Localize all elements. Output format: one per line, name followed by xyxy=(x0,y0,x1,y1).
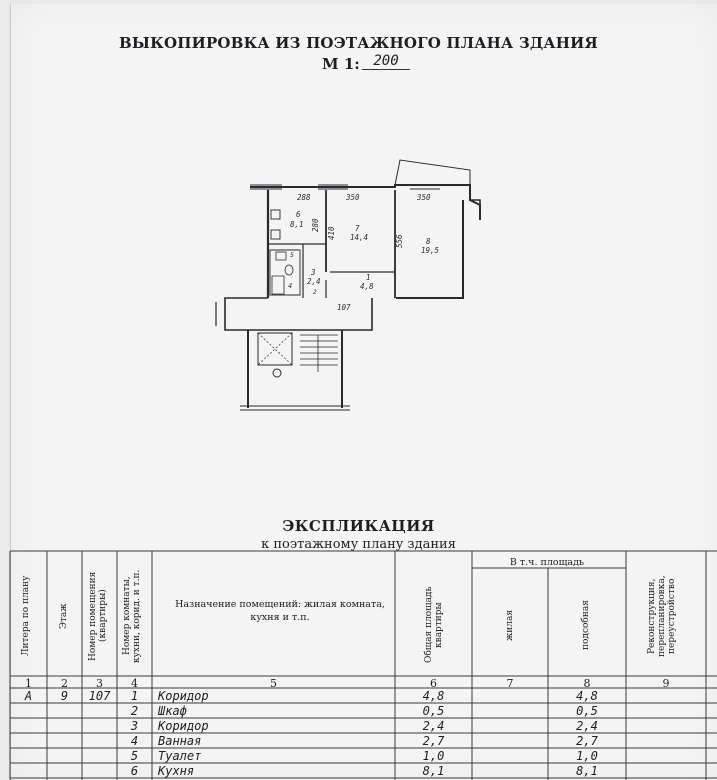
document-title: ВЫКОПИРОВКА ИЗ ПОЭТАЖНОГО ПЛАНА ЗДАНИЯ xyxy=(119,34,598,52)
scale-label: М 1: xyxy=(322,55,360,73)
cell-name: Кухня xyxy=(158,764,195,778)
col-number-4: 4 xyxy=(131,677,138,690)
header-auxiliary: подсобная xyxy=(581,600,591,650)
col-number-5: 5 xyxy=(270,677,277,690)
col-number-8: 8 xyxy=(583,677,591,690)
dim-288: 288 xyxy=(297,193,311,202)
cell-floor: 9 xyxy=(60,689,69,703)
cell-total: 0,5 xyxy=(422,704,445,718)
cell-total: 2,4 xyxy=(422,719,445,733)
header-apartment: Номер помещения (квартиры) xyxy=(88,571,108,661)
cell-name: Коридор xyxy=(158,689,209,703)
cell-aux: 4,8 xyxy=(576,689,598,703)
room-8-area: 19,5 xyxy=(421,246,440,255)
room-2-num: 2 xyxy=(313,289,317,296)
room-1-num: 1 xyxy=(366,273,371,282)
document-sheet xyxy=(10,4,717,780)
dim-350a: 350 xyxy=(345,193,360,202)
header-purpose: Назначение помещений: жилая комната, кух… xyxy=(175,599,385,623)
room-3-area: 2,4 xyxy=(307,277,321,286)
header-room-number: Номер комнаты, кухни, корид. и т.п. xyxy=(122,569,142,663)
room-6-num: 6 xyxy=(296,210,301,219)
header-living: жилая xyxy=(505,609,515,641)
col-number-1: 1 xyxy=(25,677,32,690)
cell-total: 2,7 xyxy=(422,734,445,748)
header-including-area: В т.ч. площадь xyxy=(509,557,585,568)
cell-aux: 1,0 xyxy=(576,749,598,763)
cell-aux: 2,4 xyxy=(576,719,598,733)
dim-556: 556 xyxy=(395,234,404,248)
room-8-num: 8 xyxy=(426,237,431,246)
scale-value: 200 xyxy=(362,53,410,70)
cell-room: 5 xyxy=(130,749,139,763)
cell-apartment: 107 xyxy=(88,689,111,703)
explication-title: ЭКСПЛИКАЦИЯ xyxy=(282,517,435,535)
cell-room: 1 xyxy=(130,689,139,703)
cell-total: 4,8 xyxy=(422,689,445,703)
col-number-3: 3 xyxy=(96,677,103,690)
dim-280: 280 xyxy=(311,218,320,232)
cell-name: Коридор xyxy=(158,719,209,733)
cell-aux: 0,5 xyxy=(576,704,598,718)
dim-107: 107 xyxy=(337,303,351,312)
cell-litera: А xyxy=(24,689,33,703)
room-7-num: 7 xyxy=(355,224,360,233)
cell-aux: 2,7 xyxy=(576,734,598,748)
room-1-area: 4,8 xyxy=(360,282,374,291)
room-4-num: 4 xyxy=(288,282,292,290)
dim-410: 410 xyxy=(327,226,336,240)
floor-plan: 288 350 350 280 410 556 107 6 8,1 7 14,4… xyxy=(215,159,481,411)
room-7-area: 14,4 xyxy=(350,233,368,242)
dim-350b: 350 xyxy=(416,193,431,202)
cell-total: 1,0 xyxy=(422,749,445,763)
col-number-9: 9 xyxy=(662,677,670,690)
room-3-num: 3 xyxy=(310,268,316,277)
room-6-area: 8,1 xyxy=(290,220,304,229)
cell-name: Шкаф xyxy=(158,704,187,718)
cell-room: 4 xyxy=(130,734,139,748)
cell-room: 2 xyxy=(130,704,139,718)
col-number-7: 7 xyxy=(506,677,514,690)
header-floor: Этаж xyxy=(59,603,69,629)
header-reconstruction: Реконструкция, перепланировка, переустро… xyxy=(647,575,677,657)
explication-subtitle: к поэтажному плану здания xyxy=(261,537,456,552)
cell-name: Ванная xyxy=(158,734,202,748)
cell-total: 8,1 xyxy=(422,764,445,778)
header-total-area: Общая площадь квартиры xyxy=(424,586,444,664)
cell-room: 3 xyxy=(130,719,139,733)
room-5-num: 5 xyxy=(290,251,294,259)
col-number-6: 6 xyxy=(430,677,437,690)
header-litera: Литера по плану xyxy=(21,575,31,657)
col-number-2: 2 xyxy=(61,677,68,690)
cell-name: Туалет xyxy=(158,749,202,763)
cell-aux: 8,1 xyxy=(576,764,598,778)
cell-room: 6 xyxy=(130,764,139,778)
